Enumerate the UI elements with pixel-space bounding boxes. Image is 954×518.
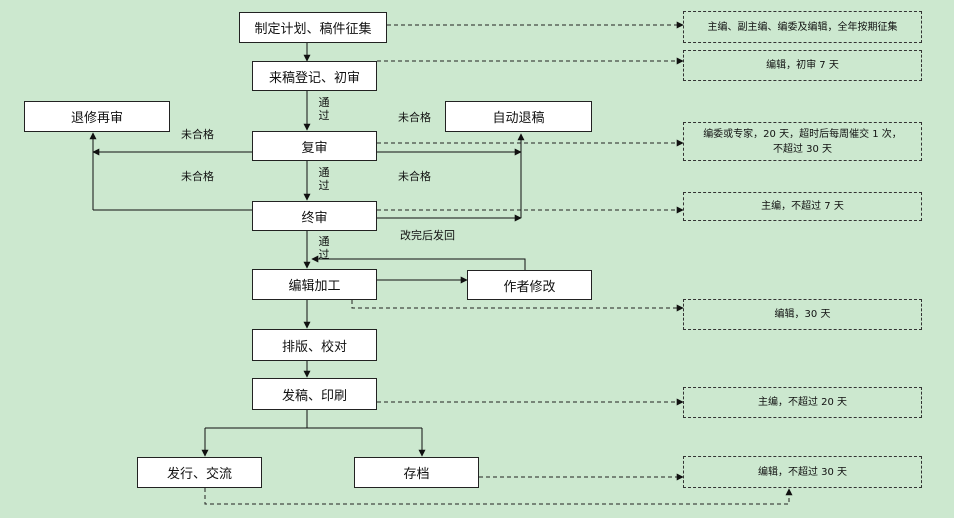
note-plan: 主编、副主编、编委及编辑，全年按期征集 (683, 11, 922, 43)
dashed-distribute-to-archive-note (204, 488, 793, 505)
note-final-review-text: 主编，不超过 7 天 (761, 201, 844, 212)
note-editing-text: 编辑，30 天 (774, 309, 831, 320)
note-second-review-line2: 不超过 30 天 (772, 143, 833, 155)
note-editing: 编辑，30 天 (683, 299, 922, 330)
node-distribute-exchange: 发行、交流 (137, 457, 262, 488)
label-pass-2: 通过 (318, 166, 330, 192)
note-register-text: 编辑，初审 7 天 (766, 60, 839, 71)
note-issue-print-text: 主编，不超过 20 天 (757, 397, 848, 408)
node-final-review: 终审 (252, 201, 377, 231)
label-pass-1: 通过 (318, 96, 330, 122)
node-revise-again: 退修再审 (24, 101, 170, 132)
note-register: 编辑，初审 7 天 (683, 50, 922, 81)
label-fail-left-lower: 未合格 (181, 170, 214, 183)
label-fail-left-upper: 未合格 (181, 128, 214, 141)
note-final-review: 主编，不超过 7 天 (683, 192, 922, 221)
arrow-author-back-to-editing (311, 255, 526, 270)
note-second-review: 编委或专家，20 天，超时后每周催交 1 次， 不超过 30 天 (683, 122, 922, 161)
node-author-revise: 作者修改 (467, 270, 592, 300)
note-second-review-line1: 编委或专家，20 天，超时后每周催交 1 次， (703, 128, 902, 140)
node-plan-collect: 制定计划、稿件征集 (239, 12, 387, 43)
note-plan-text: 主编、副主编、编委及编辑，全年按期征集 (707, 21, 898, 33)
label-pass-3: 通过 (318, 235, 330, 261)
node-archive: 存档 (354, 457, 479, 488)
node-second-review: 复审 (252, 131, 377, 161)
note-archive: 编辑，不超过 30 天 (683, 456, 922, 488)
dashed-editing-to-note (351, 300, 684, 312)
note-archive-text: 编辑，不超过 30 天 (757, 466, 848, 478)
label-fail-right-upper: 未合格 (398, 111, 431, 124)
node-editing: 编辑加工 (252, 269, 377, 300)
label-return-after-revision: 改完后发回 (400, 229, 455, 242)
node-auto-reject: 自动退稿 (445, 101, 592, 132)
label-fail-right-lower: 未合格 (398, 170, 431, 183)
node-typeset-proofread: 排版、校对 (252, 329, 377, 361)
note-issue-print: 主编，不超过 20 天 (683, 387, 922, 418)
node-issue-print: 发稿、印刷 (252, 378, 377, 410)
node-register-initial-review: 来稿登记、初审 (252, 61, 377, 91)
